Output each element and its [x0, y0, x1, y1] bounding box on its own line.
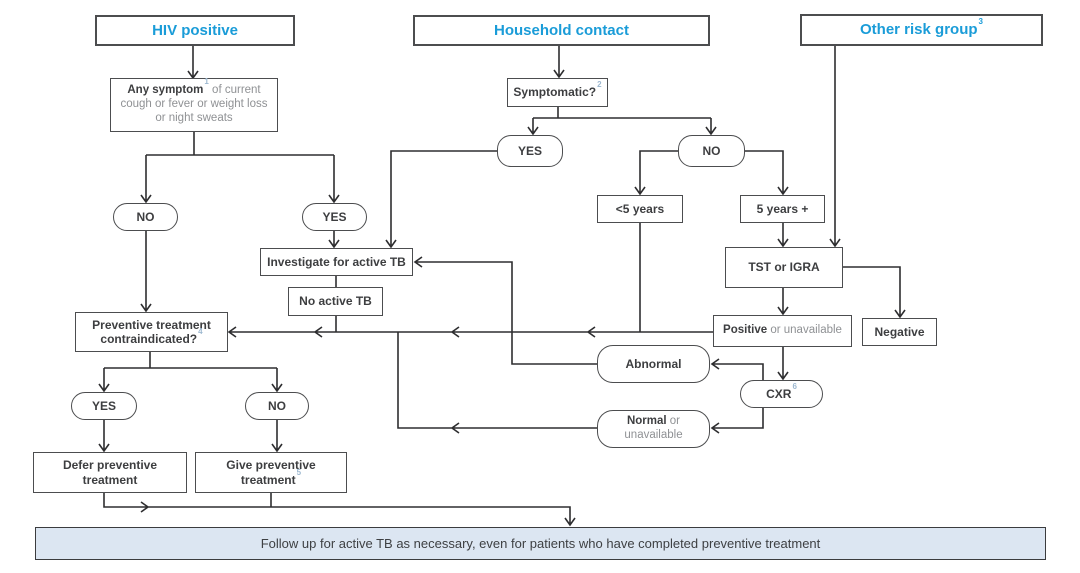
edge-positive-to-cxr — [777, 347, 789, 381]
footnote-5: 5 — [296, 467, 302, 477]
symptomatic-label: Symptomatic?2 — [513, 80, 602, 100]
any-symptom-line1: Any symptom1 of current — [127, 77, 261, 97]
contra-yes-label: YES — [91, 398, 116, 413]
pill-cxr: CXR6 — [740, 380, 823, 408]
edge-normal-to-merge — [397, 332, 597, 434]
any-symptom-line2: cough or fever or weight loss — [120, 98, 268, 111]
edge-symptom-split — [140, 132, 340, 204]
contra-no-label: NO — [268, 398, 286, 413]
box-tst-or-igra: TST or IGRA — [725, 247, 843, 288]
header-hiv-label: HIV positive — [152, 21, 238, 39]
pill-hiv-no: NO — [113, 203, 178, 231]
pill-abnormal: Abnormal — [597, 345, 710, 383]
edge-no-to-give — [271, 420, 283, 453]
5-years-plus-label: 5 years + — [756, 201, 809, 216]
box-no-active-tb: No active TB — [288, 287, 383, 316]
edge-cxr-to-abnormal — [710, 358, 764, 380]
any-symptom-line3: or night sweats — [155, 111, 233, 124]
edge-hivyes-to-investigate — [328, 231, 340, 249]
footnote-2: 2 — [597, 80, 602, 90]
household-yes-label: YES — [517, 143, 542, 158]
edge-household-to-symptomatic — [553, 46, 565, 79]
box-give-preventive-treatment: Give preventive treatment5 — [195, 452, 347, 493]
box-5-years-plus: 5 years + — [740, 195, 825, 223]
edge-abnormal-to-investigate — [413, 256, 597, 365]
edge-hhno-to-under5 — [634, 150, 678, 196]
followup-bar: Follow up for active TB as necessary, ev… — [35, 527, 1046, 560]
edge-hhno-to-over5 — [745, 150, 789, 196]
edge-cxr-to-normal — [710, 408, 764, 434]
investigate-label: Investigate for active TB — [267, 254, 406, 269]
footnote-6: 6 — [792, 381, 797, 391]
footnote-3: 3 — [978, 17, 983, 26]
no-active-tb-label: No active TB — [299, 294, 372, 309]
hiv-no-label: NO — [136, 209, 155, 224]
header-other-risk-label: Other risk group3 — [860, 17, 983, 39]
box-negative: Negative — [862, 318, 937, 346]
followup-label: Follow up for active TB as necessary, ev… — [260, 535, 821, 551]
give-line1: Give preventive — [226, 458, 316, 473]
pill-contra-no: NO — [245, 392, 309, 420]
edge-symptomatic-split — [527, 107, 717, 136]
edge-hiv-to-symptom — [187, 46, 199, 80]
edge-hhyes-to-investigate — [385, 150, 497, 249]
edge-merge-to-contra — [227, 326, 713, 338]
box-positive-or-unavailable: Positive or unavailable — [713, 315, 852, 347]
edge-yes-to-defer — [98, 420, 110, 453]
footnote-1: 1 — [204, 77, 209, 87]
pill-normal-or-unavailable: Normal or unavailable — [597, 410, 710, 448]
edge-hivno-to-contra — [140, 231, 152, 313]
pill-hiv-yes: YES — [302, 203, 367, 231]
hiv-yes-label: YES — [322, 209, 347, 224]
header-household-contact: Household contact — [413, 15, 710, 46]
cxr-label: CXR6 — [766, 381, 797, 401]
defer-line1: Defer preventive — [62, 458, 158, 473]
footnote-4: 4 — [198, 327, 203, 336]
edge-tst-to-negative — [843, 266, 906, 319]
normal-line2: unavailable — [624, 429, 683, 441]
edge-contra-split — [98, 352, 283, 393]
household-no-label: NO — [702, 143, 721, 158]
negative-label: Negative — [874, 324, 925, 339]
abnormal-label: Abnormal — [625, 356, 682, 371]
pill-contra-yes: YES — [71, 392, 137, 420]
give-line2: treatment5 — [240, 467, 302, 487]
tst-igra-label: TST or IGRA — [748, 260, 820, 275]
box-under-5-years: <5 years — [597, 195, 683, 223]
contraindicated-line2: contraindicated?4 — [100, 327, 203, 347]
under-5-label: <5 years — [615, 201, 665, 216]
box-investigate-active-tb: Investigate for active TB — [260, 248, 413, 276]
box-defer-preventive-treatment: Defer preventive treatment — [33, 452, 187, 493]
header-hiv-positive: HIV positive — [95, 15, 295, 46]
edge-over5-to-tst — [777, 223, 789, 248]
edge-tst-to-positive — [777, 288, 789, 316]
positive-label: Positive or unavailable — [723, 324, 842, 337]
header-household-label: Household contact — [493, 21, 629, 39]
pill-household-no: NO — [678, 135, 745, 167]
box-any-symptom: Any symptom1 of current cough or fever o… — [110, 78, 278, 132]
pill-household-yes: YES — [497, 135, 563, 167]
box-symptomatic: Symptomatic?2 — [507, 78, 608, 107]
header-other-risk-group: Other risk group3 — [800, 14, 1043, 46]
edge-to-followup — [103, 493, 576, 527]
normal-line1: Normal or — [626, 415, 681, 428]
edge-otherrisk-to-tst — [829, 46, 841, 248]
box-preventive-contraindicated: Preventive treatment contraindicated?4 — [75, 312, 228, 352]
contraindicated-line1: Preventive treatment — [92, 317, 211, 332]
defer-line2: treatment — [82, 472, 138, 487]
